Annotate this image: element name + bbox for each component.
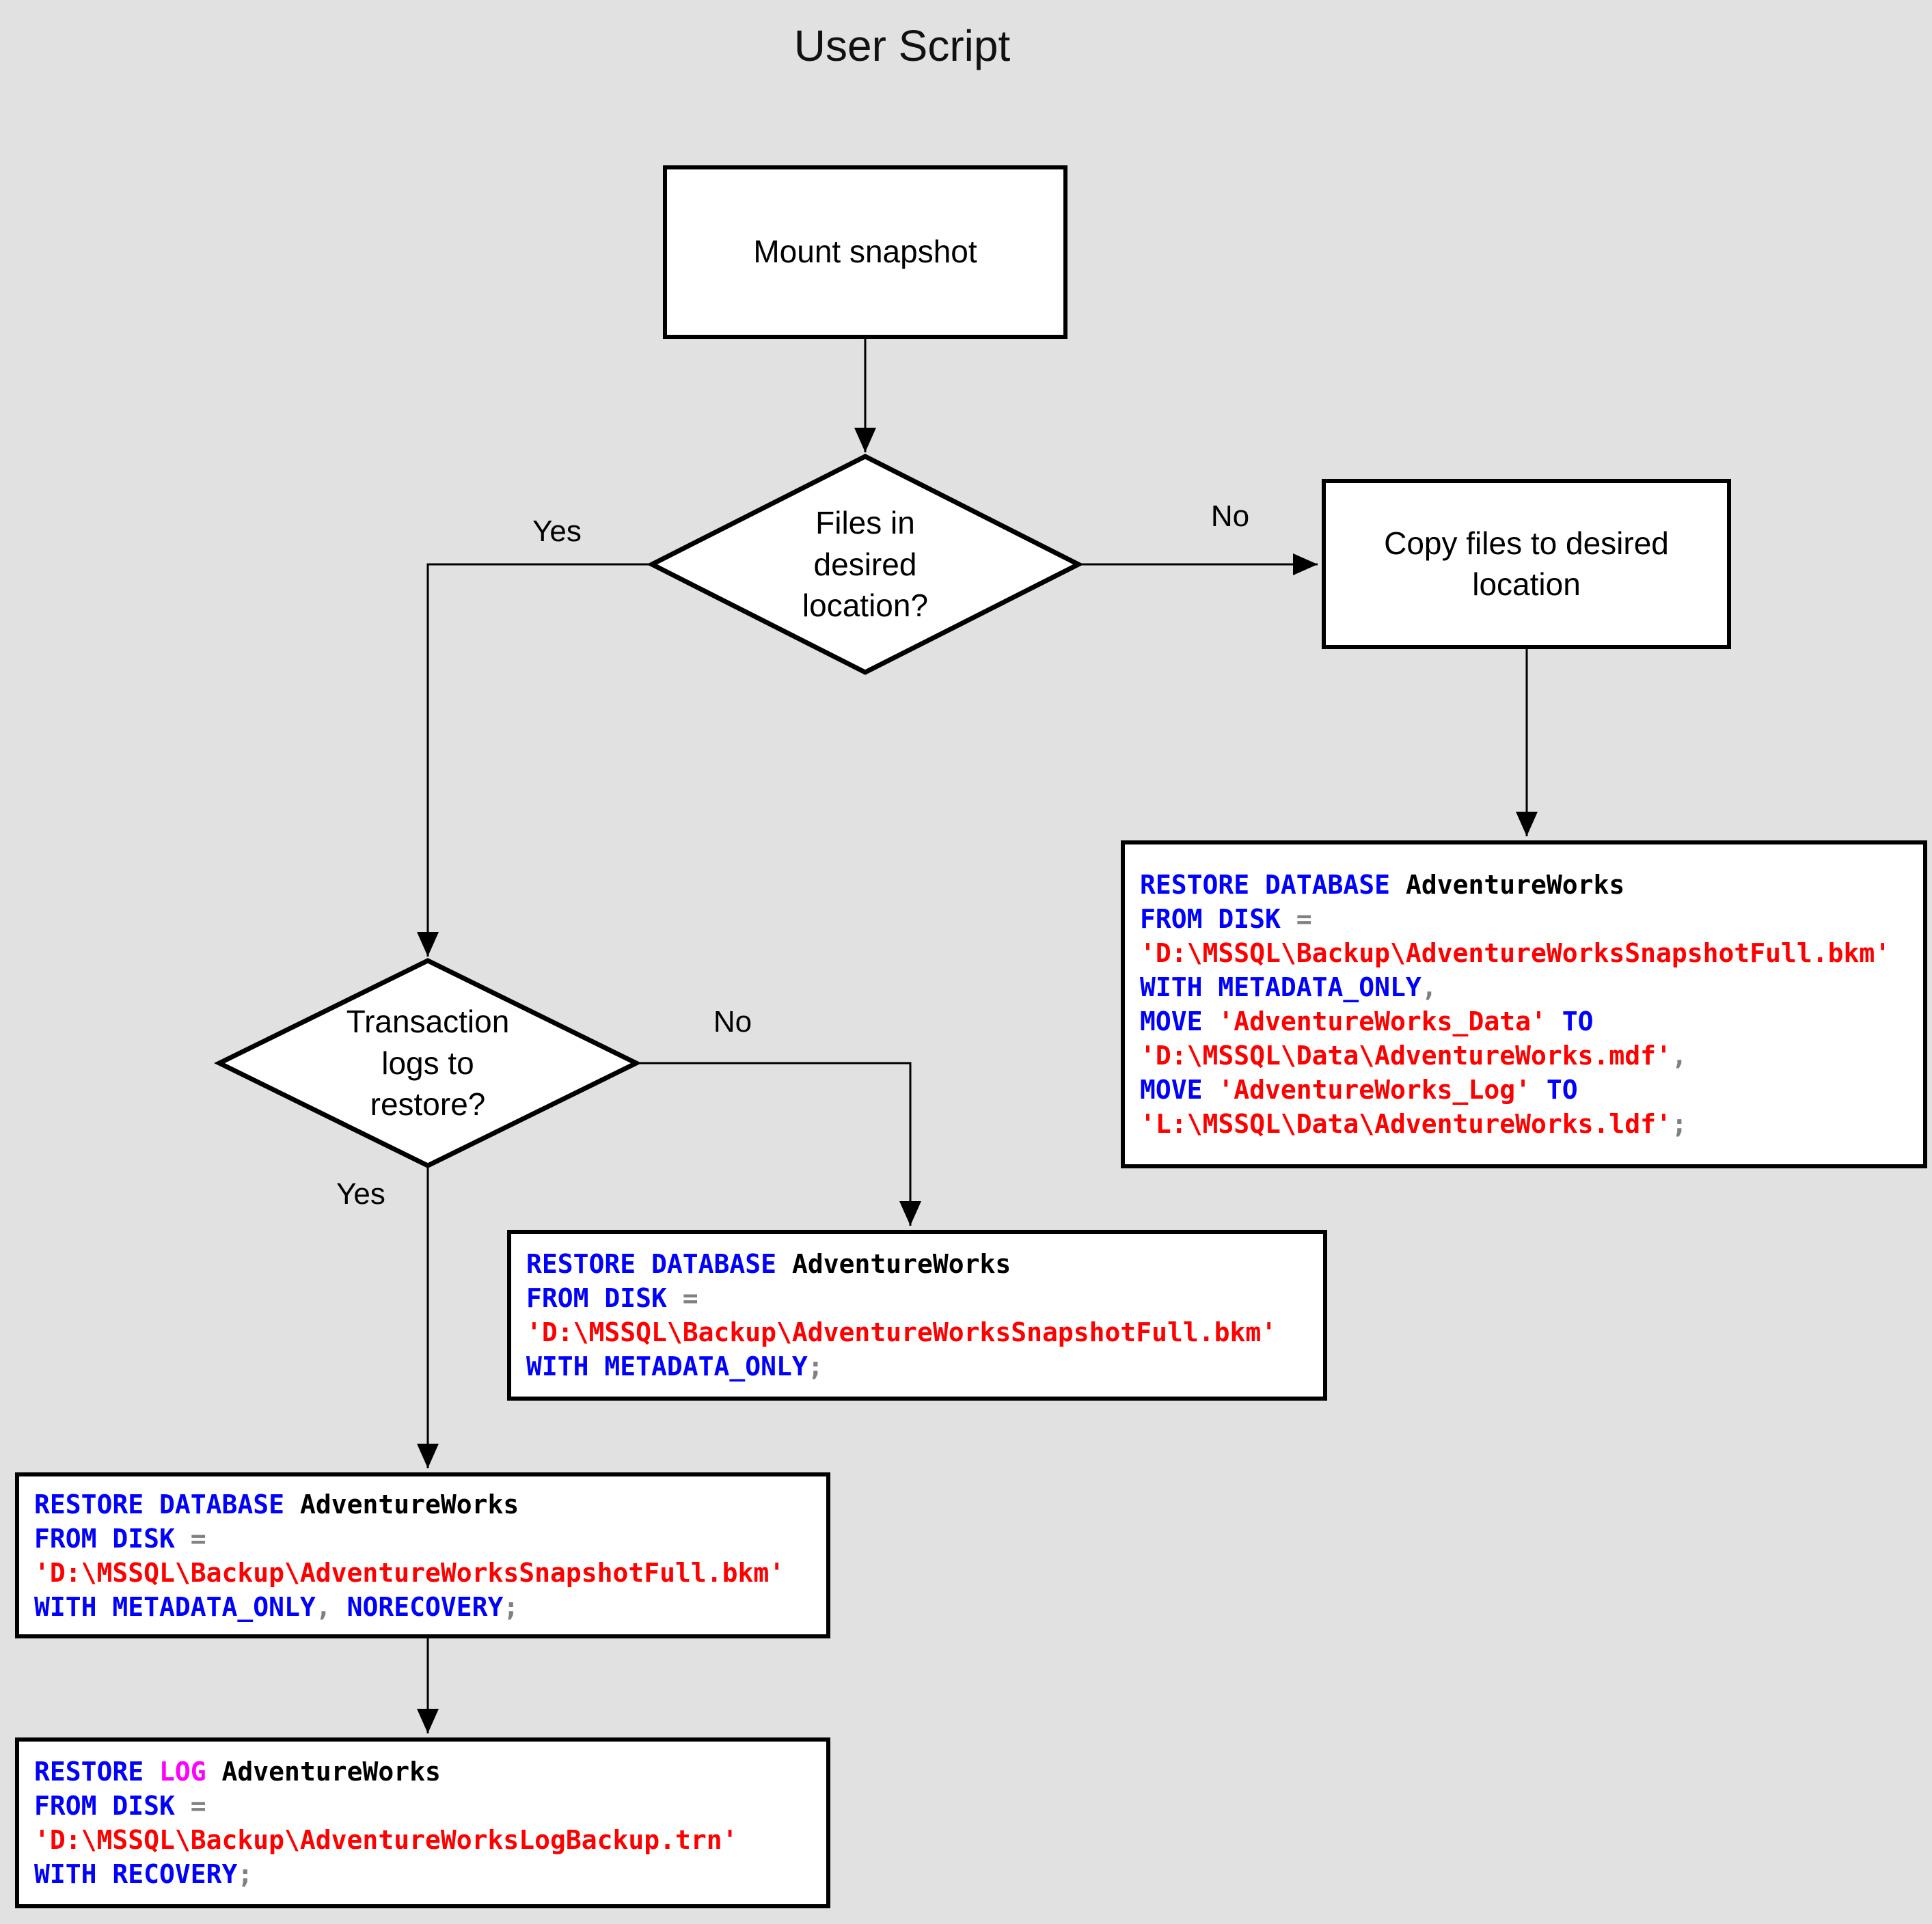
files-decision-diamond — [647, 454, 1084, 675]
edge-logs-no-to-code — [636, 1062, 921, 1226]
code-line: WITH METADATA_ONLY; — [526, 1351, 824, 1382]
edge-label-logs-yes: Yes — [336, 1177, 385, 1211]
logs-decision-label: Transaction logs to restore? — [346, 1003, 510, 1123]
code-line: RESTORE DATABASE AdventureWorks — [1140, 870, 1625, 900]
code-line: 'L:\MSSQL\Data\AdventureWorks.ldf'; — [1140, 1109, 1687, 1139]
copy-files-label: Copy files to desired location — [1384, 525, 1669, 602]
code-line: FROM DISK = — [34, 1523, 206, 1554]
code-line: FROM DISK = — [34, 1791, 206, 1821]
code-line: FROM DISK = — [526, 1283, 698, 1313]
copy-files-node: Copy files to desired location — [1322, 479, 1731, 649]
edge-label-files-yes: Yes — [532, 514, 582, 548]
files-decision-label: Files in desired location? — [802, 504, 929, 624]
edge-files-yes-to-logs-decision — [417, 563, 652, 957]
code-line: RESTORE DATABASE AdventureWorks — [526, 1249, 1011, 1279]
code-line: FROM DISK = — [1140, 904, 1312, 934]
code-line: 'D:\MSSQL\Backup\AdventureWorksSnapshotF… — [34, 1557, 785, 1588]
code-line: RESTORE LOG AdventureWorks — [34, 1757, 441, 1787]
code-line: MOVE 'AdventureWorks_Data' TO — [1140, 1006, 1594, 1036]
code-line: MOVE 'AdventureWorks_Log' TO — [1140, 1075, 1578, 1105]
code-line: 'D:\MSSQL\Backup\AdventureWorksSnapshotF… — [526, 1317, 1277, 1347]
code-line: RESTORE DATABASE AdventureWorks — [34, 1489, 519, 1520]
edge-label-files-no: No — [1210, 499, 1250, 533]
code-line: WITH METADATA_ONLY, NORECOVERY; — [34, 1591, 519, 1622]
code-line: 'D:\MSSQL\Backup\AdventureWorksLogBackup… — [34, 1825, 738, 1855]
code-line: 'D:\MSSQL\Backup\AdventureWorksSnapshotF… — [1140, 938, 1891, 968]
code-line: WITH RECOVERY; — [34, 1859, 254, 1889]
edge-label-logs-no: No — [713, 1005, 752, 1039]
logs-decision-diamond — [214, 958, 642, 1168]
code-line: 'D:\MSSQL\Data\AdventureWorks.mdf', — [1140, 1041, 1687, 1071]
page-title: User Script — [793, 21, 1011, 70]
code-line: WITH METADATA_ONLY, — [1140, 972, 1437, 1002]
mount-snapshot-label: Mount snapshot — [753, 234, 977, 270]
mount-snapshot-node: Mount snapshot — [663, 165, 1067, 339]
